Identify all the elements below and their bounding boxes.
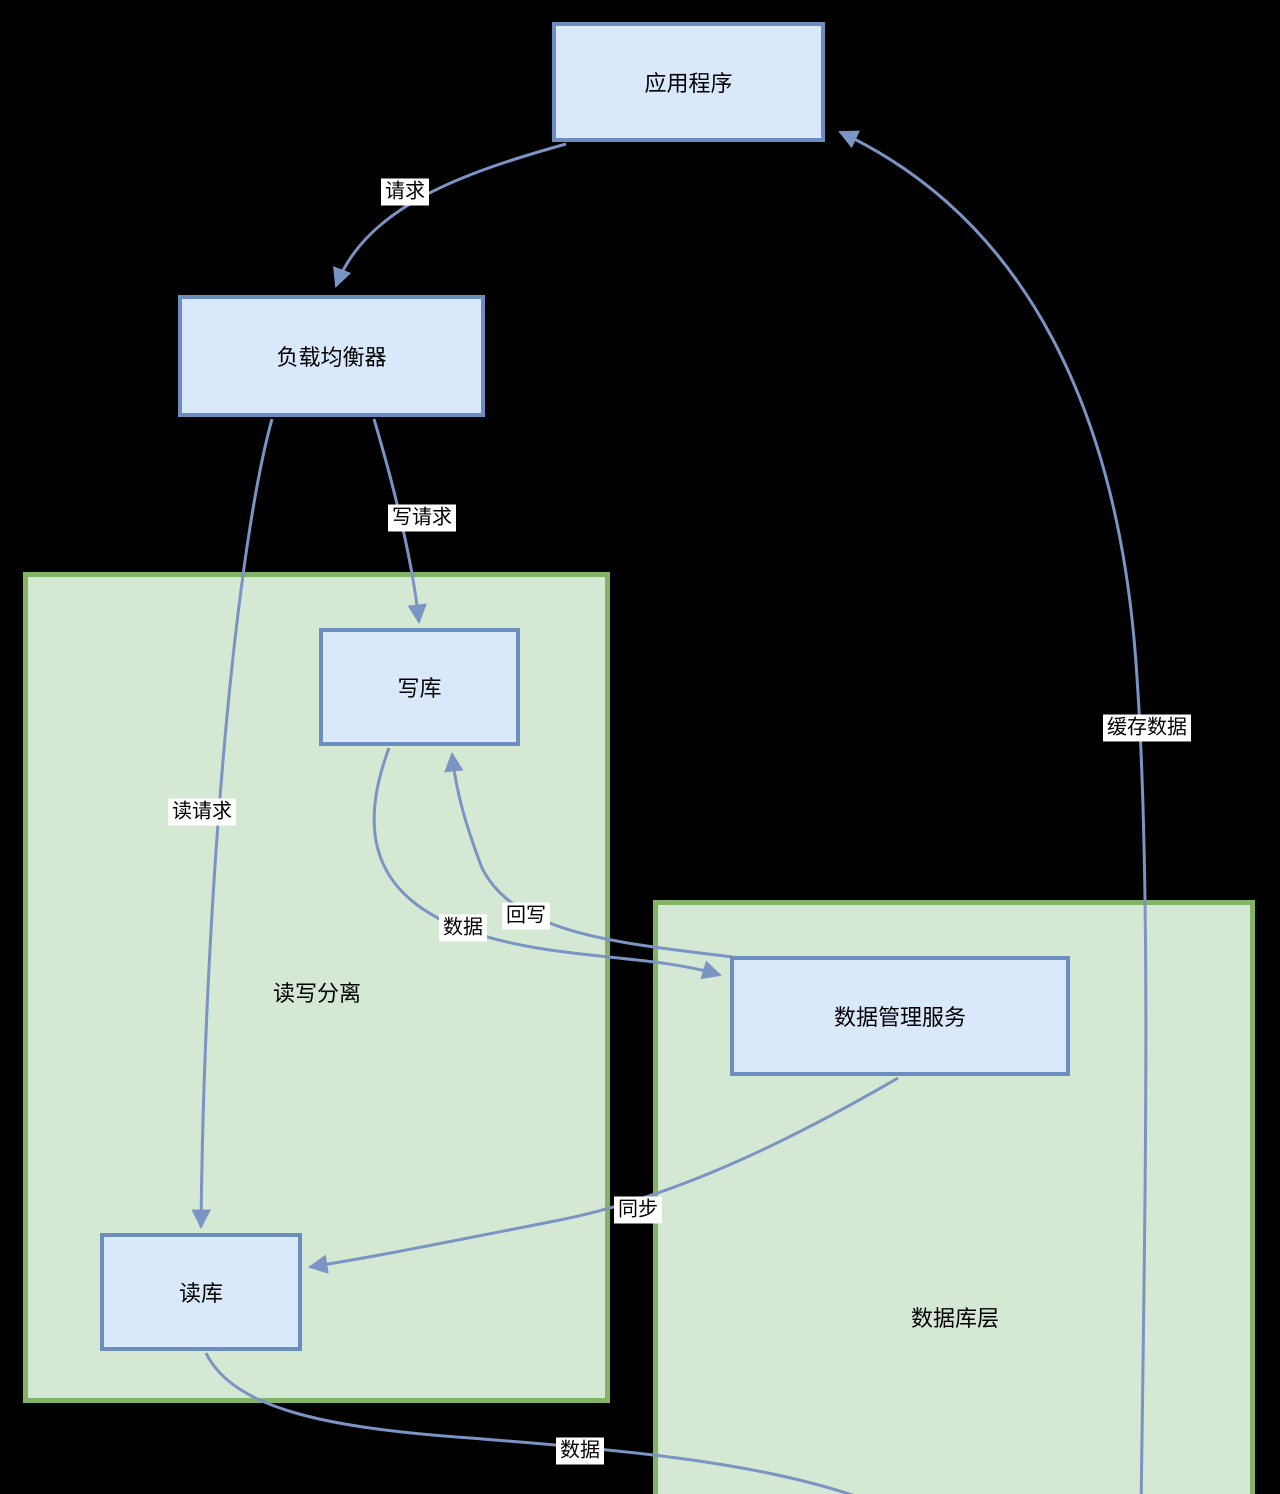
node-write-db-label: 写库 [397, 676, 442, 701]
node-application-label: 应用程序 [644, 71, 733, 96]
container-database-layer-label: 数据库层 [910, 1306, 1000, 1331]
node-read-db[interactable]: 读库 [100, 1233, 302, 1351]
container-read-write-split-label: 读写分离 [272, 981, 362, 1006]
node-data-management-service-label: 数据管理服务 [833, 1005, 966, 1030]
edge-label-write-request[interactable]: 写请求 [388, 504, 456, 532]
node-load-balancer-label: 负载均衡器 [276, 345, 387, 370]
edge-data-to-service[interactable] [372, 747, 722, 980]
edge-label-request[interactable]: 请求 [381, 178, 429, 206]
edge-label-sync[interactable]: 同步 [614, 1196, 662, 1224]
node-read-db-label: 读库 [178, 1281, 223, 1306]
edge-label-data-from-read[interactable]: 数据 [556, 1437, 604, 1465]
node-load-balancer[interactable]: 负载均衡器 [178, 295, 485, 417]
edge-data-from-read[interactable] [204, 1352, 892, 1494]
edge-read-request[interactable] [191, 418, 274, 1229]
edge-cache-data[interactable] [838, 130, 1148, 1494]
edge-label-data-to-service[interactable]: 数据 [439, 914, 487, 942]
edge-request[interactable] [333, 142, 567, 288]
edge-label-cache-data[interactable]: 缓存数据 [1103, 714, 1191, 742]
edge-label-read-request[interactable]: 读请求 [168, 798, 236, 826]
node-data-management-service[interactable]: 数据管理服务 [730, 956, 1070, 1076]
edge-label-write-back[interactable]: 回写 [502, 902, 550, 930]
edge-write-back[interactable] [444, 752, 734, 959]
node-write-db[interactable]: 写库 [319, 628, 520, 746]
node-application[interactable]: 应用程序 [552, 22, 825, 142]
edge-sync[interactable] [308, 1076, 899, 1274]
